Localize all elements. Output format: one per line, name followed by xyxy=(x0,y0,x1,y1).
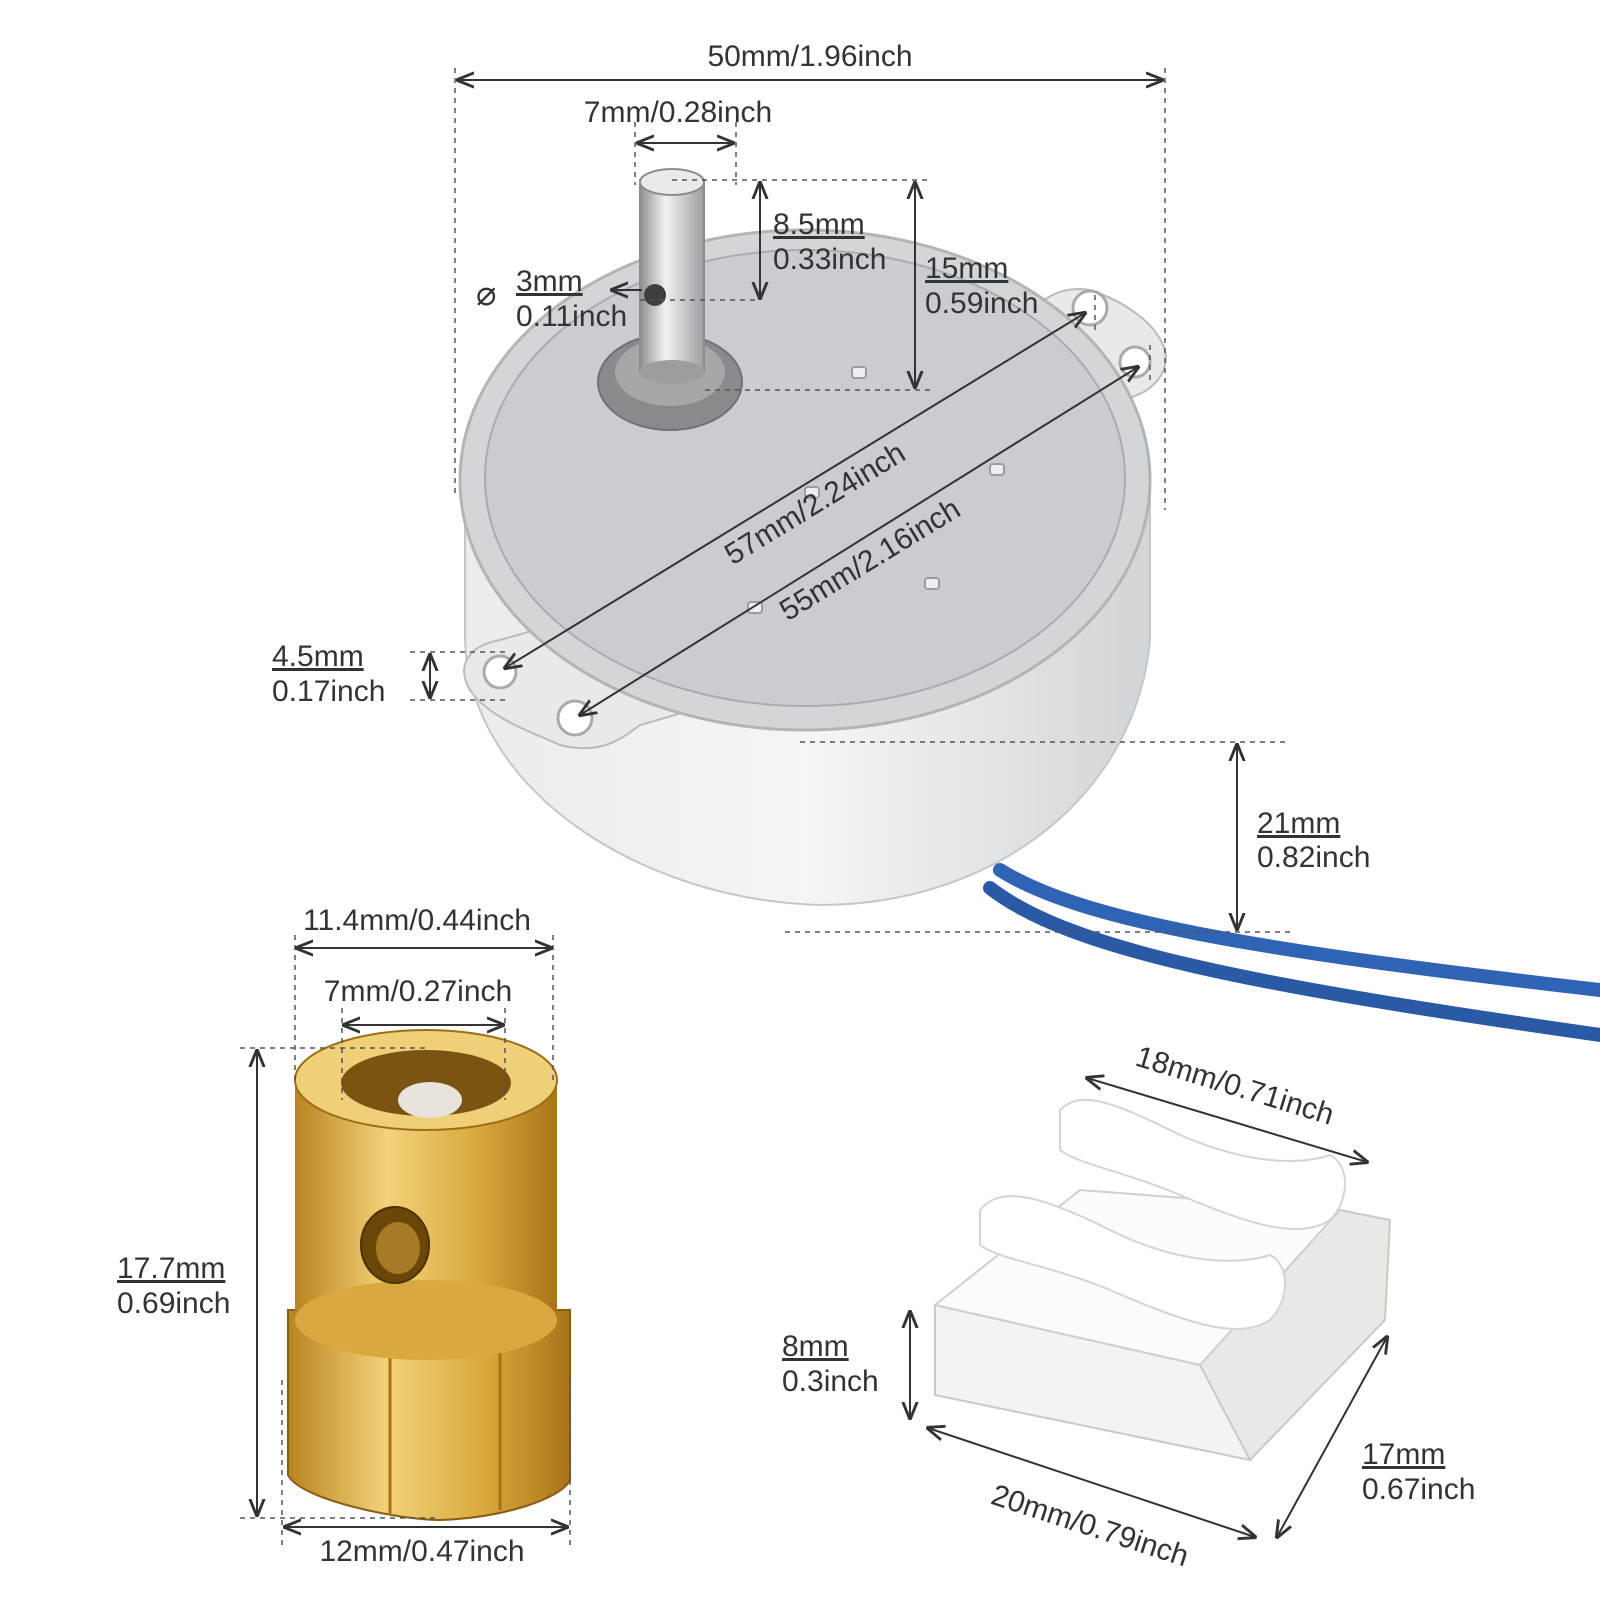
dim-mount-span-inner xyxy=(580,367,1138,715)
label-connector-depth: 18mm/0.71inch xyxy=(1132,1040,1338,1132)
dim-connector-width xyxy=(1277,1337,1387,1537)
dim-connector-length xyxy=(928,1428,1255,1537)
label-connector-height-in: 0.3inch xyxy=(782,1365,879,1398)
label-shaft-flat-mm: 8.5mm xyxy=(773,208,865,241)
label-mount-hole-in: 0.17inch xyxy=(272,675,385,708)
label-hole-in: 0.11inch xyxy=(516,300,627,333)
motor-shaft xyxy=(639,168,705,384)
dimension-lines xyxy=(240,68,1387,1545)
shaft-cross-hole xyxy=(644,284,666,306)
mount-hole-2 xyxy=(1118,345,1152,379)
label-mount-hole-mm: 4.5mm xyxy=(272,640,364,673)
label-shaft-height-in: 0.59inch xyxy=(925,287,1038,320)
label-coupler-height-in: 0.69inch xyxy=(117,1287,230,1320)
label-shaft-height-mm: 15mm xyxy=(925,252,1008,285)
label-connector-length: 20mm/0.79inch xyxy=(987,1479,1192,1574)
label-hole-mm: 3mm xyxy=(516,265,583,298)
label-motor-width: 50mm/1.96inch xyxy=(707,40,912,73)
motor-wire xyxy=(983,863,1600,1042)
connector-lever-2 xyxy=(979,1195,1286,1330)
label-coupler-height-mm: 17.7mm xyxy=(117,1252,225,1285)
brass-coupler xyxy=(287,1029,571,1522)
wire-connector xyxy=(932,1098,1392,1462)
label-hole-symbol: ⌀ xyxy=(476,275,496,313)
label-body-height-in: 0.82inch xyxy=(1257,841,1370,874)
label-shaft-flat-in: 0.33inch xyxy=(773,243,886,276)
label-coupler-outer: 11.4mm/0.44inch xyxy=(303,904,531,937)
label-body-height-mm: 21mm xyxy=(1257,807,1340,840)
label-coupler-inner: 7mm/0.27inch xyxy=(324,975,512,1008)
label-coupler-hex: 12mm/0.47inch xyxy=(319,1535,524,1568)
label-connector-height-mm: 8mm xyxy=(782,1330,849,1363)
mount-hole-1 xyxy=(1071,289,1109,327)
dim-connector-depth xyxy=(1087,1078,1367,1162)
mount-hole-3 xyxy=(482,654,518,690)
label-shaft-width: 7mm/0.28inch xyxy=(584,96,772,129)
mount-hole-4 xyxy=(556,699,594,737)
label-connector-width-mm: 17mm xyxy=(1362,1438,1445,1471)
label-connector-width-in: 0.67inch xyxy=(1362,1473,1475,1506)
